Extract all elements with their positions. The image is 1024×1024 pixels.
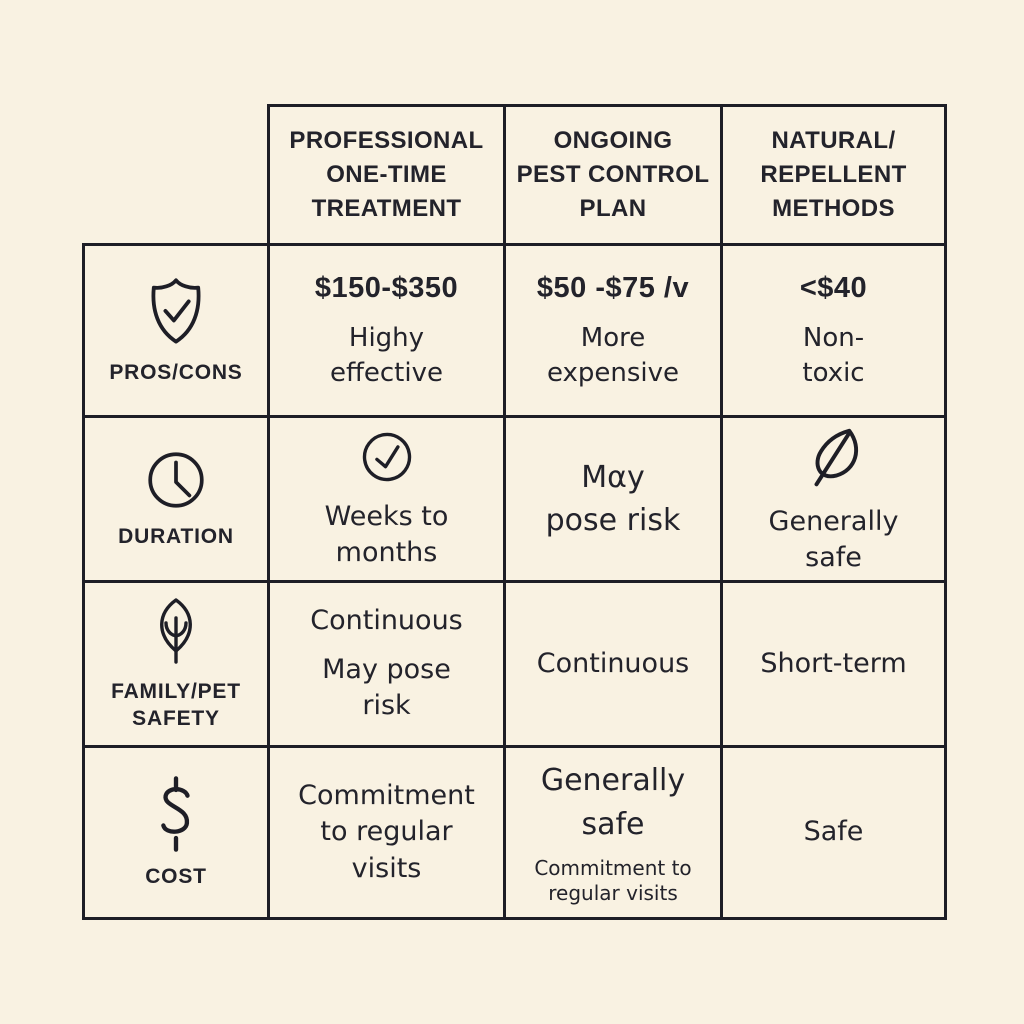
- cell-text: Continuous: [310, 605, 463, 637]
- cell-safety-professional: Continuous May pose risk: [270, 583, 506, 748]
- cell-text: Short-term: [760, 647, 907, 679]
- cell-text: Mαy pose risk: [545, 459, 681, 539]
- column-header-professional-one-time-treatment: PROFESSIONAL ONE-TIME TREATMENT: [270, 107, 506, 243]
- cell-text: Weeks to months: [324, 500, 449, 568]
- dollar-icon: [153, 775, 199, 853]
- table-header: PROFESSIONAL ONE-TIME TREATMENT ONGOING …: [267, 104, 947, 243]
- cell-cost-professional: Commitment to regular visits: [270, 748, 506, 917]
- column-header-ongoing-pest-control-plan: ONGOING PEST CONTROL PLAN: [506, 107, 723, 243]
- circle-check-icon: [357, 427, 417, 487]
- row-header-pros-cons: PROS/CONS: [85, 246, 270, 418]
- cell-safety-natural: Short-term: [723, 583, 944, 748]
- cell-safety-ongoing: Continuous: [506, 583, 723, 748]
- row-label: PROS/CONS: [109, 360, 243, 384]
- leaf-icon: [144, 596, 208, 668]
- cell-pros-natural: <$40 Non- toxic: [723, 246, 944, 418]
- row-label: FAMILY/PET SAFETY: [111, 679, 241, 730]
- cell-duration-ongoing: Mαy pose risk: [506, 418, 723, 583]
- row-label: COST: [145, 864, 207, 888]
- note-text: Non- toxic: [802, 323, 865, 389]
- price-text: <$40: [799, 272, 868, 304]
- cell-pros-ongoing: $50 -$75 /v More expensive: [506, 246, 723, 418]
- cell-duration-professional: Weeks to months: [270, 418, 506, 583]
- cell-text-secondary: May pose risk: [322, 653, 451, 722]
- cell-text: Safe: [803, 816, 864, 848]
- cell-cost-ongoing: Generally safe Commitment to regular vis…: [506, 748, 723, 917]
- row-header-duration: DURATION: [85, 418, 270, 583]
- cell-subtext: Commitment to regular visits: [534, 856, 692, 905]
- note-text: Highy effective: [329, 323, 443, 389]
- table-body: PROS/CONS $150-$350 Highy effective $50 …: [82, 243, 947, 920]
- row-header-cost: COST: [85, 748, 270, 917]
- price-text: $50 -$75 /v: [536, 272, 690, 304]
- price-text: $150-$350: [314, 272, 459, 304]
- column-header-natural-repellent-methods: NATURAL/ REPELLENT METHODS: [760, 126, 907, 223]
- shield-check-icon: [142, 275, 210, 349]
- cell-text: Continuous: [536, 647, 690, 679]
- note-text: More expensive: [546, 323, 680, 389]
- row-header-family-pet-safety: FAMILY/PET SAFETY: [85, 583, 270, 748]
- cell-text: Generally safe: [540, 763, 686, 842]
- cell-pros-professional: $150-$350 Highy effective: [270, 246, 506, 418]
- clock-icon: [143, 447, 209, 513]
- cell-text: Generally safe: [768, 505, 899, 573]
- cell-duration-natural: Generally safe: [723, 418, 944, 583]
- cell-text: Commitment to regular visits: [298, 779, 475, 884]
- row-label: DURATION: [118, 525, 234, 549]
- cell-cost-natural: Safe: [723, 748, 944, 917]
- leaf-slash-icon: [799, 422, 869, 492]
